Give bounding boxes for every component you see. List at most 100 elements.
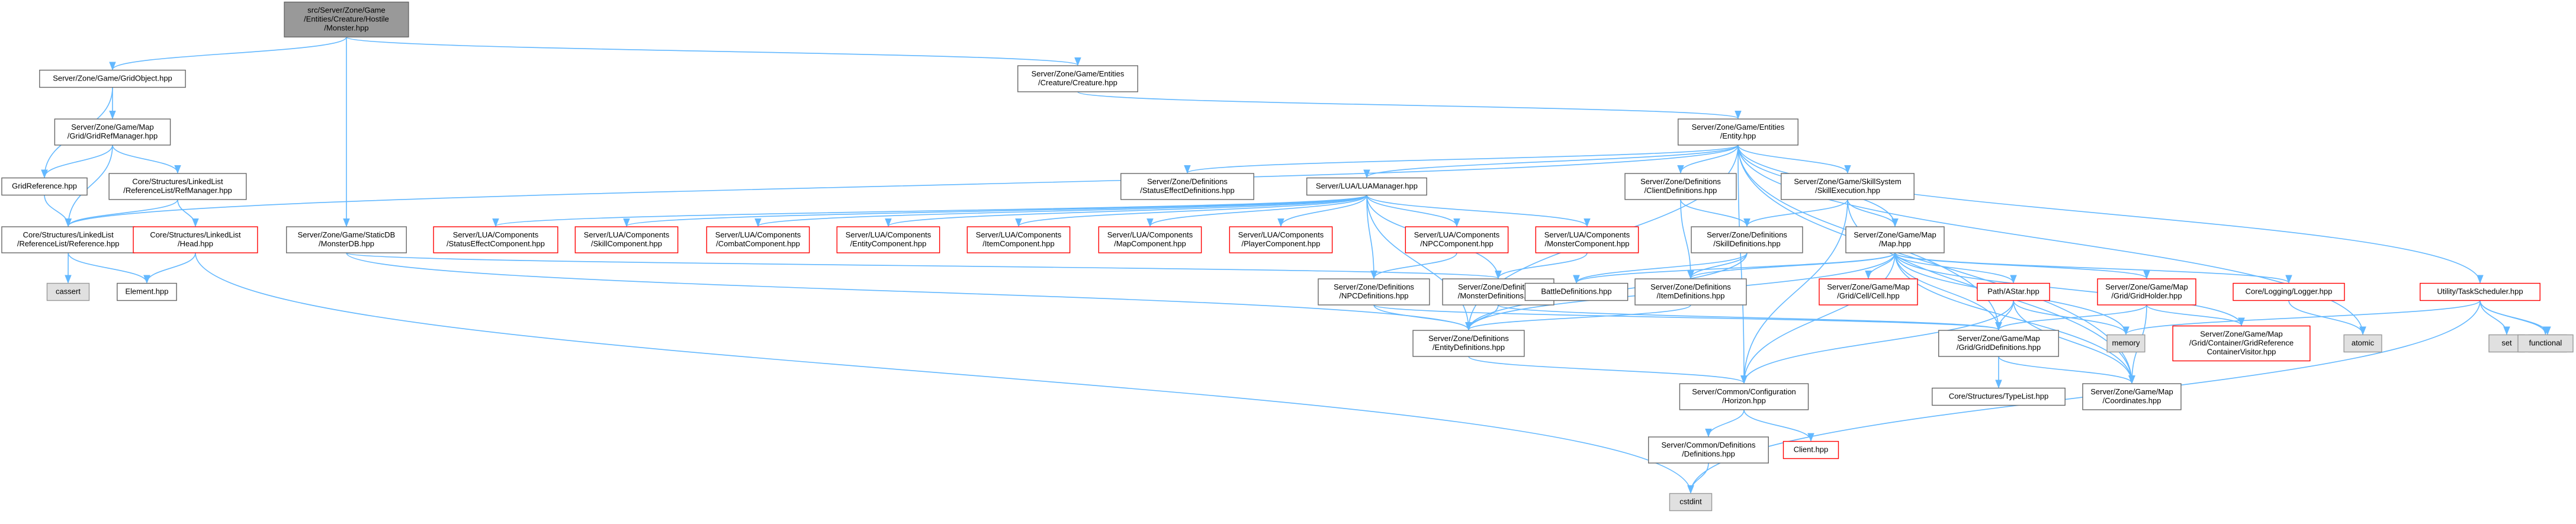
node-horizon[interactable]: Server/Common/Configuration/Horizon.hpp [1679,383,1809,410]
node-label: Server/Common/Definitions [1662,441,1756,449]
node-logger[interactable]: Core/Logging/Logger.hpp [2233,282,2345,301]
node-box [2233,282,2345,301]
edge-gridholder-to-griddefs [1995,304,2147,331]
node-npcdefs[interactable]: Server/Zone/Definitions/NPCDefinitions.h… [1318,278,1430,306]
edge-npccomp-to-npcdefs [1370,252,1457,279]
node-taskscheduler[interactable]: Utility/TaskScheduler.hpp [2420,282,2540,301]
node-itemdefs[interactable]: Server/Zone/Definitions/ItemDefinitions.… [1634,278,1747,306]
node-entitydefs[interactable]: Server/Zone/Definitions/EntityDefinition… [1412,330,1525,357]
node-functional[interactable]: functional [2517,334,2574,353]
node-combatcomp[interactable]: Server/LUA/Components/CombatComponent.hp… [706,226,810,253]
node-entity[interactable]: Server/Zone/Game/Entities/Entity.hpp [1678,118,1798,146]
node-cstdint[interactable]: cstdint [1669,493,1713,512]
node-label: /Entities/Creature/Hostile [304,15,389,24]
node-creature[interactable]: Server/Zone/Game/Entities/Creature/Creat… [1017,65,1138,92]
edge-clientdefs-to-itemdefs [1680,199,1694,279]
node-label: Server/LUA/Components [976,230,1062,239]
node-label: Server/Zone/Definitions [1334,282,1414,291]
node-label: Server/Zone/Game/Map [2200,330,2282,339]
node-monstercomp[interactable]: Server/LUA/Components/MonsterComponent.h… [1535,226,1639,253]
edge-gridref-to-reflistref [44,195,72,227]
node-element[interactable]: Element.hpp [117,282,177,301]
node-typelist[interactable]: Core/Structures/TypeList.hpp [1932,387,2066,406]
node-refmanager[interactable]: Core/Structures/LinkedList/ReferenceList… [108,173,247,200]
node-box [1535,226,1639,253]
node-label: Server/Zone/Game/GridObject.hpp [53,74,172,83]
node-label: Server/Zone/Definitions [1458,282,1538,291]
node-gridobject[interactable]: Server/Zone/Game/GridObject.hpp [39,69,186,88]
node-box [39,69,186,88]
node-label: /ClientDefinitions.hpp [1644,186,1717,195]
node-reflistref[interactable]: Core/Structures/LinkedList/ReferenceList… [1,226,136,253]
node-box [2517,334,2574,353]
node-monster[interactable]: src/Server/Zone/Game/Entities/Creature/H… [284,1,409,38]
node-npccomp[interactable]: Server/LUA/Components/NPCComponent.hpp [1405,226,1509,253]
edge-skillexecution-to-horizon [1740,199,1848,384]
node-skilldefs[interactable]: Server/Zone/Definitions/SkillDefinitions… [1691,226,1803,253]
edge-monster-to-creature [346,36,1081,66]
node-label: Server/Zone/Definitions [1428,334,1509,343]
edge-taskscheduler-to-set [2479,300,2510,335]
node-luamanager[interactable]: Server/LUA/LUAManager.hpp [1306,177,1427,196]
edge-luamanager-to-mapcomp [1146,195,1367,227]
edge-npcdefs-to-entitydefs [1373,304,1472,331]
node-label: /MapComponent.hpp [1114,239,1186,248]
node-label: memory [2112,339,2140,348]
node-head[interactable]: Core/Structures/LinkedList/Head.hpp [133,226,258,253]
node-box [1306,177,1427,196]
node-coordinates[interactable]: Server/Zone/Game/Map/Coordinates.hpp [2082,383,2182,410]
edge-npcdefs-to-griddefs [1373,304,2002,331]
node-label: atomic [2352,339,2375,348]
node-box [1624,173,1737,200]
edge-luamanager-to-entitycomp [885,194,1367,227]
node-label: Server/LUA/LUAManager.hpp [1316,182,1418,191]
node-client[interactable]: Client.hpp [1782,441,1839,459]
node-box [966,226,1071,253]
node-commondefs[interactable]: Server/Common/Definitions/Definitions.hp… [1648,436,1769,464]
node-label: Server/LUA/Components [1544,230,1630,239]
node-statuseffectdefs[interactable]: Server/Zone/Definitions/StatusEffectDefi… [1120,173,1254,200]
node-statuseffectcomp[interactable]: Server/LUA/Components/StatusEffectCompon… [433,226,558,253]
edge-itemdefs-to-entitydefs [1465,304,1691,331]
node-box [574,226,679,253]
node-label: Server/Zone/Game/Map [2105,282,2188,291]
edge-entity-to-luamanager [1363,144,1739,178]
node-gridref[interactable]: GridReference.hpp [1,177,88,196]
node-gridrefvisitor[interactable]: Server/Zone/Game/Map/Grid/Container/Grid… [2172,325,2311,362]
node-map[interactable]: Server/Zone/Game/Map/Map.hpp [1845,226,1945,253]
node-skillexecution[interactable]: Server/Zone/Game/SkillSystem/SkillExecut… [1781,173,1915,200]
edge-luamanager-to-entitydefs [1366,195,1472,331]
edge-gridrefmgr-to-refmanager [112,144,181,174]
node-label: Server/Zone/Game/Map [2090,387,2173,396]
node-clientdefs[interactable]: Server/Zone/Definitions/ClientDefinition… [1624,173,1737,200]
node-skillcomp[interactable]: Server/LUA/Components/SkillComponent.hpp [574,226,679,253]
node-label: Client.hpp [1794,445,1829,454]
node-entitycomp[interactable]: Server/LUA/Components/EntityComponent.hp… [836,226,940,253]
node-label: /NPCComponent.hpp [1420,239,1493,248]
node-label: Server/Zone/Game/SkillSystem [1794,177,1901,186]
node-label: /Coordinates.hpp [2102,396,2161,405]
node-box [2172,325,2311,362]
node-battledefs[interactable]: BattleDefinitions.hpp [1524,282,1629,301]
node-box [2420,282,2540,301]
node-atomic[interactable]: atomic [2343,334,2382,353]
node-gridholder[interactable]: Server/Zone/Game/Map/Grid/GridHolder.hpp [2097,278,2196,306]
node-memory[interactable]: memory [2106,334,2145,353]
node-label: /Grid/Container/GridReference [2189,339,2294,348]
node-astar[interactable]: Path/AStar.hpp [1977,282,2050,301]
node-label: Core/Structures/LinkedList [23,230,114,239]
node-label: /ReferenceList/Reference.hpp [17,239,120,248]
edge-entity-to-clientdefs [1677,144,1739,174]
node-label: Server/Common/Configuration [1692,387,1796,396]
node-cassert[interactable]: cassert [46,282,90,301]
edge-logger-to-atomic [2288,300,2366,335]
node-mapcomp[interactable]: Server/LUA/Components/MapComponent.hpp [1098,226,1202,253]
node-label: Core/Structures/TypeList.hpp [1949,392,2048,401]
node-itemcomp[interactable]: Server/LUA/Components/ItemComponent.hpp [966,226,1071,253]
node-playercomp[interactable]: Server/LUA/Components/PlayerComponent.hp… [1229,226,1333,253]
node-cell[interactable]: Server/Zone/Game/Map/Grid/Cell/Cell.hpp [1819,278,1918,306]
node-griddefs[interactable]: Server/Zone/Game/Map/Grid/GridDefinition… [1938,330,2059,357]
node-monsterdb[interactable]: Server/Zone/Game/StaticDB/MonsterDB.hpp [286,226,407,253]
node-label: Server/LUA/Components [1107,230,1193,239]
node-gridrefmgr[interactable]: Server/Zone/Game/Map/Grid/GridRefManager… [54,118,171,146]
